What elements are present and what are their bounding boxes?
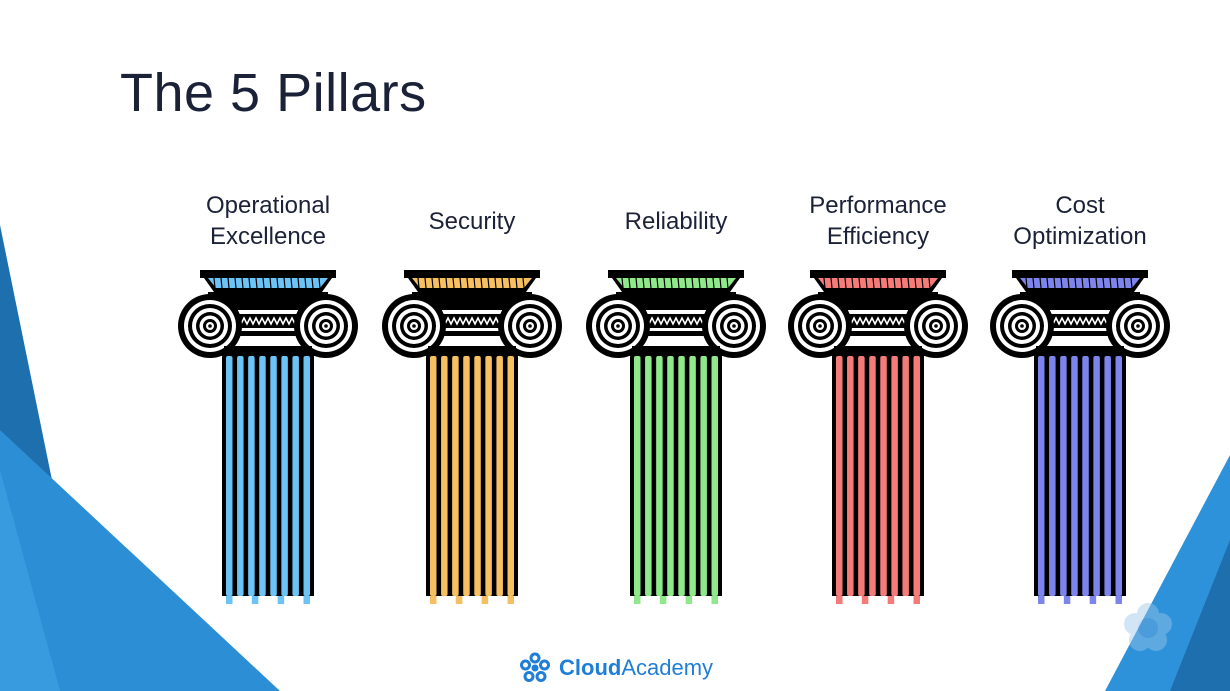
pillar-label: Cost Optimization <box>1013 192 1147 250</box>
column-icon <box>382 270 562 604</box>
slide-title: The 5 Pillars <box>120 63 427 123</box>
pillar-operational-excellence: Operational Excellence <box>168 188 368 608</box>
cloudacademy-watermark-icon <box>1124 603 1172 651</box>
brand-footer: CloudAcademy <box>517 648 713 688</box>
column-icon <box>178 270 358 604</box>
pillar-label: Security <box>428 207 516 235</box>
column-icon <box>990 270 1170 604</box>
pillar-security: Security <box>372 188 572 608</box>
pillar-reliability: Reliability <box>576 188 776 608</box>
brand-name: CloudAcademy <box>559 655 714 680</box>
pillar-label: Reliability <box>624 207 728 235</box>
pillar-label: Performance Efficiency <box>809 192 947 250</box>
column-icon <box>788 270 968 604</box>
pillar-performance-efficiency: Performance Efficiency <box>778 188 978 608</box>
pillar-label: Operational Excellence <box>205 192 331 250</box>
pillar-cost-optimization: Cost Optimization <box>980 188 1180 608</box>
cloudacademy-logo-icon <box>520 652 550 682</box>
column-icon <box>586 270 766 604</box>
